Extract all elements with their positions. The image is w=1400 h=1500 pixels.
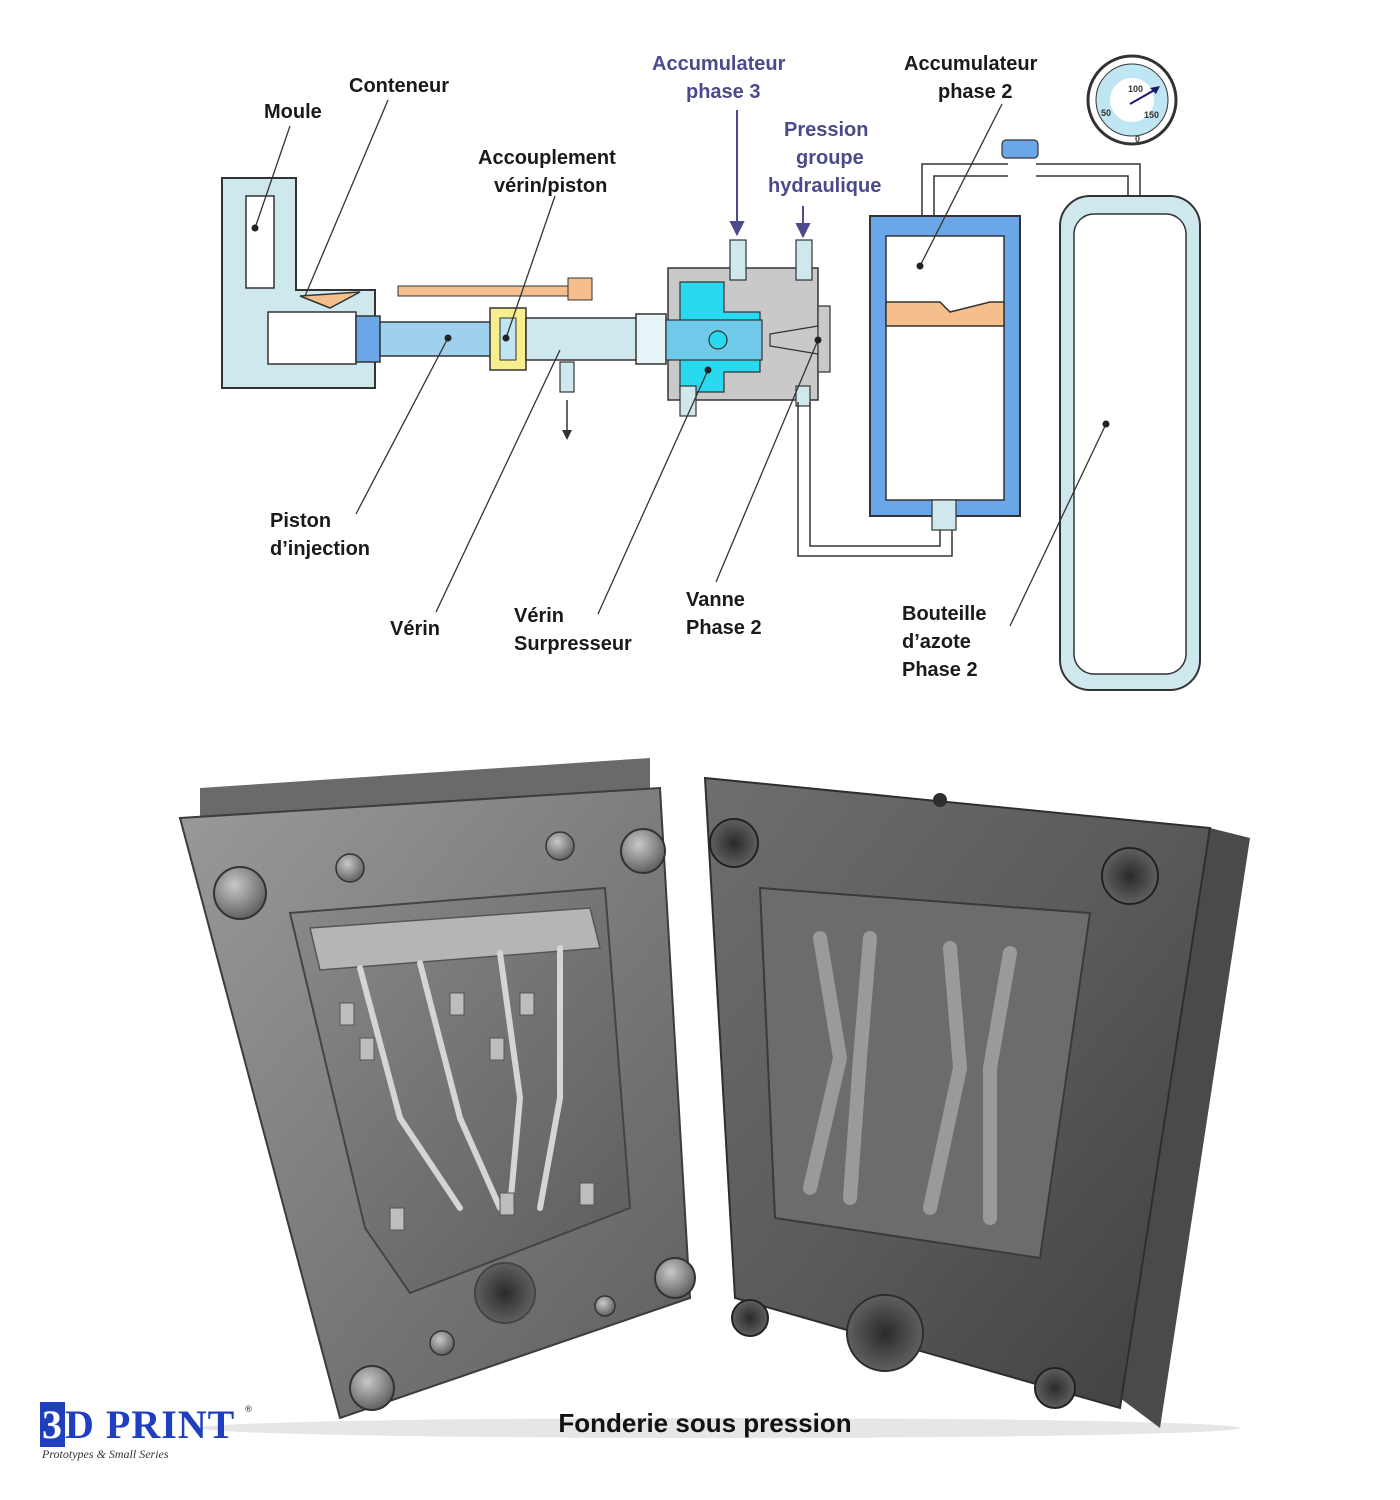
gauge-tick-100: 100 [1128, 84, 1143, 94]
label-conteneur: Conteneur [349, 75, 449, 97]
mold-shape [221, 177, 381, 389]
logo-tagline: Prototypes & Small Series [42, 1447, 169, 1461]
label-verin: Vérin [390, 618, 440, 640]
annotation-arrows [729, 110, 811, 239]
gauge-tick-0: 0 [1135, 134, 1140, 144]
cylinder-rod [525, 313, 667, 440]
pressure-gauge-icon: 100 50 150 0 [1086, 54, 1178, 146]
label-accu2-line1: Accumulateur [904, 53, 1038, 75]
valve-top [1001, 139, 1039, 159]
label-accouplement-line2: vérin/piston [494, 175, 607, 197]
injection-piston-rod [379, 321, 496, 357]
label-bouteille-line3: Phase 2 [902, 659, 978, 681]
mold-left-half [178, 758, 696, 1420]
mold-right-half [703, 776, 1250, 1428]
logo-brand: 3D PRINT [40, 1402, 236, 1447]
label-pression-line3: hydraulique [768, 175, 881, 197]
accumulator-phase-2 [869, 215, 1021, 531]
label-pression-line2: groupe [796, 147, 864, 169]
label-vanne-line1: Vanne [686, 589, 745, 611]
label-pression-line1: Pression [784, 119, 868, 141]
logo-brand-text: D PRINT [65, 1402, 236, 1447]
page-caption: Fonderie sous pression [558, 1408, 852, 1438]
label-vanne-line2: Phase 2 [686, 617, 762, 639]
gauge-tick-150: 150 [1144, 110, 1159, 120]
logo-brand-number: 3 [40, 1402, 65, 1447]
label-accu2-line2: phase 2 [938, 81, 1012, 103]
orange-bar [397, 277, 593, 301]
label-verin-surp-line2: Surpresseur [514, 633, 632, 655]
logo-registered-mark: ® [244, 1405, 253, 1415]
label-piston-line1: Piston [270, 510, 331, 532]
leader-dots [251, 224, 1110, 428]
nitrogen-bottle [1059, 195, 1201, 691]
die-casting-mold-photo [178, 758, 1250, 1438]
label-piston-line2: d’injection [270, 538, 370, 560]
brand-logo: 3D PRINT ® Prototypes & Small Series [40, 1402, 260, 1465]
valve [769, 305, 831, 373]
label-moule: Moule [264, 101, 322, 123]
gauge-tick-50: 50 [1101, 108, 1111, 118]
label-accu3-line1: Accumulateur [652, 53, 786, 75]
leader-lines [254, 99, 1107, 627]
label-accu3-line2: phase 3 [686, 81, 760, 103]
booster-cylinder [665, 239, 819, 417]
label-bouteille-line2: d’azote [902, 631, 971, 653]
die-casting-diagram: 100 50 150 0 Moule Conteneur Accouplemen… [221, 53, 1201, 691]
label-verin-surp-line1: Vérin [514, 605, 564, 627]
label-bouteille-line1: Bouteille [902, 603, 986, 625]
label-accouplement-line1: Accouplement [478, 147, 616, 169]
